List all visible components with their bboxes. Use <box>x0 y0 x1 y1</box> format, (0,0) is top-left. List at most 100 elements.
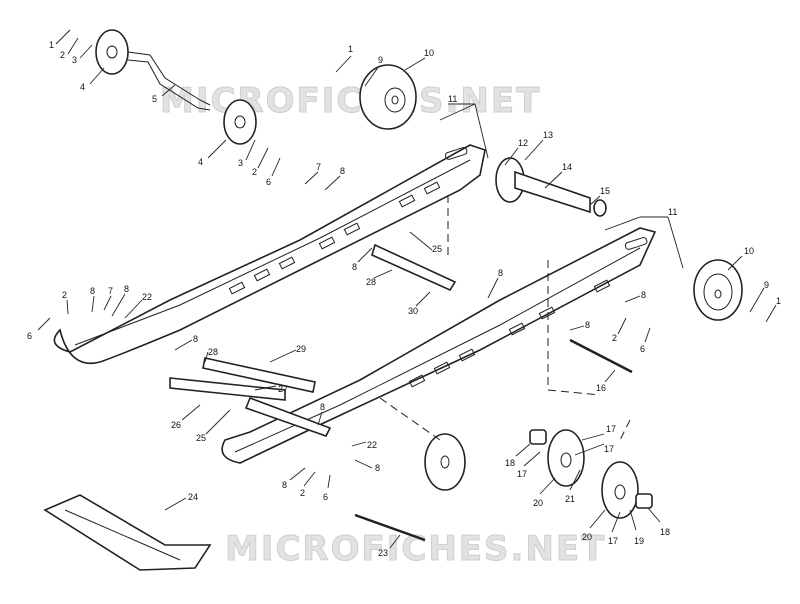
callout-20a: 20 <box>533 477 556 508</box>
callout-4: 4 <box>80 67 105 92</box>
callout-28a: 28 <box>366 269 393 287</box>
callout-labels: 1 2 3 4 5 4 3 2 6 1 9 10 11 12 13 14 15 … <box>27 29 781 558</box>
long-bolts <box>354 338 633 542</box>
svg-text:22: 22 <box>367 440 377 450</box>
callout-11b: 11 <box>604 207 684 269</box>
callout-2: 2 <box>60 37 79 60</box>
svg-text:8: 8 <box>375 463 380 473</box>
svg-text:6: 6 <box>266 177 271 187</box>
callout-27: 27 <box>254 384 288 394</box>
callout-8k: 8 <box>282 467 306 490</box>
callout-7a: 7 <box>304 162 321 185</box>
svg-text:4: 4 <box>80 82 85 92</box>
svg-text:30: 30 <box>408 306 418 316</box>
callout-12: 12 <box>504 138 528 166</box>
svg-text:28: 28 <box>208 347 218 357</box>
callout-14: 14 <box>544 162 572 189</box>
svg-text:28: 28 <box>366 277 376 287</box>
callout-2c: 2 <box>612 317 627 343</box>
svg-text:8: 8 <box>498 268 503 278</box>
svg-text:2: 2 <box>612 333 617 343</box>
svg-text:6: 6 <box>27 331 32 341</box>
callout-23: 23 <box>378 534 401 558</box>
svg-text:29: 29 <box>296 344 306 354</box>
callout-11a: 11 <box>439 94 489 159</box>
front-idler-assembly <box>95 29 257 145</box>
callout-2d: 2 <box>62 290 69 315</box>
svg-text:8: 8 <box>320 402 325 412</box>
svg-text:25: 25 <box>432 244 442 254</box>
svg-text:19: 19 <box>634 536 644 546</box>
track-slide-strip <box>43 494 212 571</box>
drive-sprocket <box>424 433 466 491</box>
callout-24: 24 <box>164 492 198 511</box>
callout-25a: 25 <box>409 231 442 254</box>
callout-10b: 10 <box>727 246 754 271</box>
left-slide-rail <box>53 144 486 364</box>
svg-text:11: 11 <box>448 94 457 104</box>
svg-text:17: 17 <box>608 536 618 546</box>
svg-text:8: 8 <box>90 286 95 296</box>
callout-8f: 8 <box>90 286 95 313</box>
callout-6b: 6 <box>640 327 651 354</box>
watermark-top: MICROFICHES.NET <box>160 81 541 121</box>
svg-text:17: 17 <box>517 469 527 479</box>
svg-text:10: 10 <box>424 48 434 58</box>
rear-axle-assembly <box>495 157 607 217</box>
top-idler-wheel <box>359 64 417 130</box>
svg-text:1: 1 <box>348 44 353 54</box>
callout-18a: 18 <box>505 443 531 468</box>
svg-text:27: 27 <box>278 384 288 394</box>
lower-wheel-assembly <box>529 429 653 519</box>
callout-28b: 28 <box>204 347 218 363</box>
svg-text:3: 3 <box>72 55 77 65</box>
callout-1b: 1 <box>335 44 353 73</box>
svg-text:20: 20 <box>533 498 543 508</box>
callout-6a: 6 <box>266 157 281 187</box>
reference-lines <box>379 195 631 441</box>
callout-20b: 20 <box>582 509 606 542</box>
svg-text:7: 7 <box>108 286 113 296</box>
callout-13: 13 <box>524 130 553 161</box>
callout-4b: 4 <box>198 139 227 167</box>
callout-8j: 8 <box>354 459 380 473</box>
callout-3: 3 <box>72 44 93 65</box>
callout-1: 1 <box>49 29 71 50</box>
svg-text:25: 25 <box>196 433 206 443</box>
callout-6d: 6 <box>323 474 331 502</box>
callout-10a: 10 <box>404 48 434 71</box>
svg-text:14: 14 <box>562 162 572 172</box>
svg-text:23: 23 <box>378 548 388 558</box>
svg-text:7: 7 <box>316 162 321 172</box>
callout-8d: 8 <box>624 290 646 303</box>
svg-text:6: 6 <box>640 344 645 354</box>
callout-17a: 17 <box>581 424 616 441</box>
svg-text:5: 5 <box>152 94 157 104</box>
svg-text:18: 18 <box>660 527 670 537</box>
svg-text:6: 6 <box>323 492 328 502</box>
svg-text:16: 16 <box>596 383 606 393</box>
svg-text:15: 15 <box>600 186 610 196</box>
rear-idler-wheel <box>693 259 743 321</box>
svg-text:9: 9 <box>378 55 383 65</box>
idler-wheel-front-left <box>95 29 129 75</box>
callout-9b: 9 <box>749 280 769 313</box>
svg-text:8: 8 <box>340 166 345 176</box>
callout-2e: 2 <box>300 471 316 498</box>
callout-8b: 8 <box>352 247 373 272</box>
svg-text:3: 3 <box>238 158 243 168</box>
svg-text:4: 4 <box>198 157 203 167</box>
svg-text:8: 8 <box>193 334 198 344</box>
callout-16: 16 <box>596 369 616 393</box>
svg-text:24: 24 <box>188 492 198 502</box>
callout-29: 29 <box>269 344 306 363</box>
callout-8e: 8 <box>569 320 590 331</box>
callout-7b: 7 <box>103 286 113 311</box>
callout-8c: 8 <box>487 268 503 299</box>
svg-text:2: 2 <box>252 167 257 177</box>
svg-text:21: 21 <box>565 494 575 504</box>
svg-text:8: 8 <box>124 284 129 294</box>
svg-text:8: 8 <box>352 262 357 272</box>
callout-1c: 1 <box>765 296 781 323</box>
